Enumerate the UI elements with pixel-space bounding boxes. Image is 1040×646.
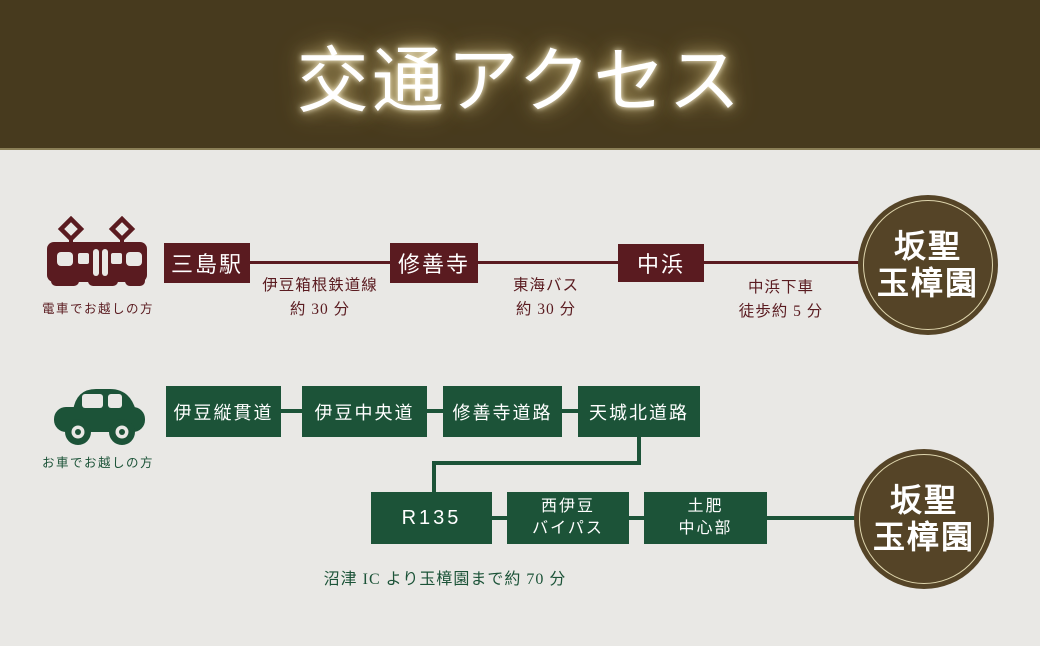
road-box-izu-jukan: 伊豆縦貫道 bbox=[166, 386, 281, 437]
destination-badge-car: 坂聖 玉樟園 bbox=[854, 449, 994, 589]
elbow-connector-horizontal bbox=[432, 461, 641, 465]
segment-label-walk-line2: 徒歩約 5 分 bbox=[738, 303, 824, 321]
road-connector-5 bbox=[629, 516, 644, 520]
train-icon bbox=[47, 216, 147, 286]
road-connector-1 bbox=[281, 409, 302, 413]
road-box-izu-chuo: 伊豆中央道 bbox=[302, 386, 427, 437]
road-box-toi-center: 土肥 中心部 bbox=[644, 492, 767, 544]
destination-badge-train: 坂聖 玉樟園 bbox=[858, 195, 998, 335]
segment-label-bus: 東海バス 約 30 分 bbox=[466, 274, 626, 322]
station-box-nakahama: 中浜 bbox=[618, 244, 704, 282]
destination-name-line1: 坂聖 bbox=[889, 482, 958, 519]
station-box-shuzenji: 修善寺 bbox=[390, 243, 478, 283]
rail-line-3 bbox=[704, 261, 862, 264]
road-box-r135: R135 bbox=[371, 492, 492, 544]
segment-label-bus-line1: 東海バス bbox=[512, 277, 579, 294]
rail-line-1 bbox=[250, 261, 390, 264]
elbow-connector-down2 bbox=[432, 461, 436, 492]
road-box-nishiizu-bypass-line2: バイパス bbox=[532, 520, 604, 537]
road-box-nishiizu-bypass-line1: 西伊豆 bbox=[540, 498, 595, 516]
road-connector-4 bbox=[492, 516, 507, 520]
access-note-car: 沼津 IC より玉樟園まで約 70 分 bbox=[323, 571, 567, 588]
rail-line-2 bbox=[478, 261, 618, 264]
road-box-toi-center-line1: 土肥 bbox=[687, 498, 724, 516]
road-box-nishiizu-bypass: 西伊豆 バイパス bbox=[507, 492, 629, 544]
segment-label-bus-line2: 約 30 分 bbox=[515, 301, 577, 319]
page-title: 交通アクセス bbox=[296, 41, 744, 122]
segment-label-railway: 伊豆箱根鉄道線 約 30 分 bbox=[240, 274, 400, 322]
road-connector-3 bbox=[562, 409, 578, 413]
road-box-toi-center-line2: 中心部 bbox=[678, 520, 733, 537]
destination-name-line1: 坂聖 bbox=[893, 228, 962, 265]
header-band: 交通アクセス bbox=[0, 0, 1040, 150]
segment-label-railway-line2: 約 30 分 bbox=[289, 301, 351, 319]
car-icon bbox=[54, 389, 145, 445]
road-box-amagi-kita: 天城北道路 bbox=[578, 386, 700, 437]
segment-label-railway-line1: 伊豆箱根鉄道線 bbox=[262, 277, 378, 294]
car-caption: お車でお越しの方 bbox=[41, 456, 154, 470]
segment-label-walk: 中浜下車 徒歩約 5 分 bbox=[701, 276, 861, 324]
elbow-connector-down1 bbox=[637, 437, 641, 465]
station-box-mishima: 三島駅 bbox=[164, 243, 250, 283]
road-connector-to-badge bbox=[767, 516, 858, 520]
road-box-shuzenji-road: 修善寺道路 bbox=[443, 386, 562, 437]
road-connector-2 bbox=[427, 409, 443, 413]
destination-name-line2: 玉樟園 bbox=[876, 265, 979, 301]
segment-label-walk-line1: 中浜下車 bbox=[747, 279, 814, 296]
train-caption: 電車でお越しの方 bbox=[41, 302, 154, 316]
destination-name-line2: 玉樟園 bbox=[872, 519, 975, 555]
